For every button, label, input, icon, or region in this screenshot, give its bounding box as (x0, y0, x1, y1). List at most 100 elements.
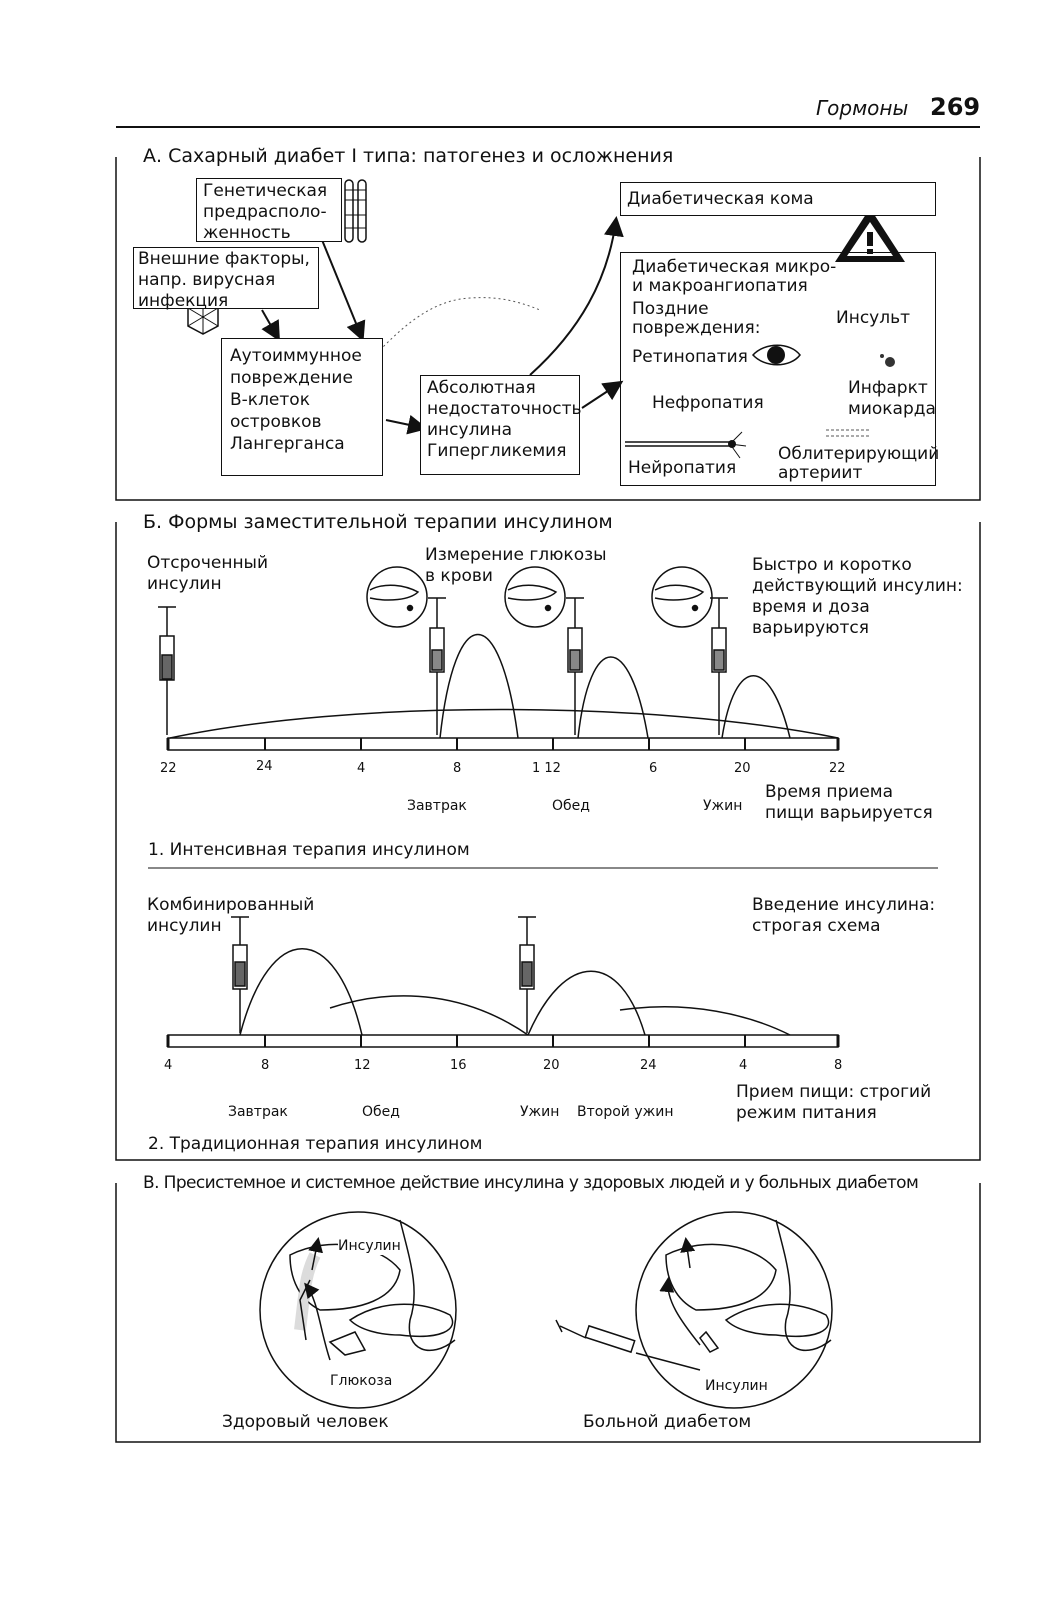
syringe-icon (566, 597, 584, 735)
regular-curve-evening (527, 970, 646, 1036)
regular-curve-morning (239, 948, 363, 1036)
syringe-icon (158, 606, 176, 735)
late-line: Поздние (632, 299, 709, 319)
genetic-line: Генетическая (203, 181, 328, 201)
complications-box (620, 252, 936, 486)
basal-insulin-curve (169, 708, 839, 739)
syringe-icon (710, 597, 728, 735)
tick-label: 8 (834, 1058, 843, 1073)
meal-second-dinner: Второй ужин (577, 1104, 674, 1120)
syringe-icon (231, 916, 249, 1033)
strict-meal-line: режим питания (736, 1103, 877, 1123)
autoimmune-line: повреждение (230, 368, 353, 388)
strict-line: строгая схема (752, 916, 881, 936)
fast-line: Быстро и коротко (752, 555, 912, 575)
warning-icon (835, 208, 905, 262)
delayed-line: инсулин (147, 574, 222, 594)
neuropathy-label: Нейропатия (628, 458, 737, 478)
neuron-icon (625, 431, 747, 459)
retinopathy-label: Ретинопатия (632, 347, 748, 367)
genetic-line: женность (203, 223, 291, 243)
fast-line: действующий инсулин: (752, 576, 963, 596)
arrow-genetic-to-autoimmune (319, 234, 366, 342)
section-c-title: В. Пресистемное и системное действие инс… (137, 1172, 925, 1194)
insulin-pen-icon (555, 1319, 701, 1371)
autoimmune-line: островков (230, 412, 322, 432)
nephropathy-label: Нефропатия (652, 393, 764, 413)
finger-prick-icon (366, 566, 428, 628)
artery-icon (826, 429, 870, 437)
absolute-insufficiency-box: Абсолютная недостаточность инсулина Гипе… (420, 375, 582, 475)
tick-label: 22 (160, 761, 177, 776)
late-damage-label: Поздние повреждения: (632, 300, 760, 338)
tick-label: 1 12 (532, 761, 561, 776)
tick-label: 8 (453, 761, 462, 776)
meal-dinner: Ужин (703, 798, 743, 814)
page-number: 269 (930, 93, 981, 121)
chromosome-icon (344, 179, 367, 243)
genetic-line: предрасполо- (203, 202, 327, 222)
intensive-therapy-caption: 1. Интенсивная терапия инсулином (148, 840, 470, 860)
tick-label: 16 (450, 1058, 467, 1073)
strict-meal-label: Прием пищи: строгий режим питания (736, 1082, 931, 1124)
tick-label: 20 (543, 1058, 560, 1073)
virus-trail (379, 297, 541, 351)
insulin-label-diabetic: Инсулин (705, 1378, 768, 1395)
delayed-line: Отсроченный (147, 553, 269, 573)
timeline-1 (166, 737, 840, 751)
mealtime-line: пищи варьируется (765, 803, 933, 823)
section-b-title: Б. Формы заместительной терапии инсулино… (137, 511, 619, 533)
infarct-line: миокарда (848, 399, 936, 419)
healthy-liver-diagram (259, 1211, 457, 1409)
brain-icon (880, 354, 895, 367)
tick-label: 4 (739, 1058, 748, 1073)
running-header-title: Гормоны (816, 96, 909, 120)
finger-prick-icon (651, 566, 713, 628)
meal-breakfast: Завтрак (228, 1104, 288, 1120)
diabetic-coma-label: Диабетическая кома (627, 189, 814, 209)
intermediate-curve-morning (329, 995, 529, 1036)
combined-line: инсулин (147, 916, 222, 936)
absolute-line: Гипергликемия (427, 441, 567, 461)
arteritis-label: Облитерирующий артериит (778, 445, 939, 483)
arrow-to-coma (529, 216, 624, 376)
strict-meal-line: Прием пищи: строгий (736, 1082, 932, 1102)
absolute-line: инсулина (427, 420, 513, 440)
infarct-line: Инфаркт (848, 378, 928, 398)
fast-insulin-label: Быстро и коротко действующий инсулин: вр… (752, 555, 963, 639)
meal-dinner: Ужин (520, 1104, 560, 1120)
arrow-autoimmune-to-absolute (385, 414, 428, 435)
bolus-curve-breakfast (439, 633, 519, 739)
finger-prick-icon (504, 566, 566, 628)
autoimmune-line: Аутоиммунное (230, 346, 362, 366)
glucose-line: Измерение глюкозы (425, 545, 607, 565)
autoimmune-box: Аутоиммунное повреждение В-клеток остров… (221, 338, 383, 476)
complications-heading-line: Диабетическая микро- (632, 257, 837, 277)
tick-label: 8 (261, 1058, 270, 1073)
external-line: напр. вирусная (138, 270, 276, 290)
meal-lunch: Обед (362, 1104, 400, 1120)
complications-heading: Диабетическая микро- и макроангиопатия (632, 258, 836, 296)
late-line: повреждения: (632, 318, 761, 338)
healthy-person-caption: Здоровый человек (222, 1412, 389, 1432)
strict-line: Введение инсулина: (752, 895, 936, 915)
tick-label: 12 (354, 1058, 371, 1073)
syringe-icon (518, 916, 536, 1033)
external-line: инфекция (138, 291, 229, 311)
external-factors-box: Внешние факторы, напр. вирусная инфекция (133, 247, 319, 311)
glucose-line: в крови (425, 566, 493, 586)
tick-label: 24 (640, 1058, 657, 1073)
glucose-measure-label: Измерение глюкозы в крови (425, 545, 607, 587)
eye-icon (751, 344, 801, 366)
intermediate-curve-evening (619, 1006, 791, 1036)
bolus-curve-lunch (577, 656, 649, 739)
arteritis-line: Облитерирующий (778, 444, 940, 464)
fast-line: время и доза (752, 597, 870, 617)
diabetic-liver-diagram (635, 1211, 833, 1409)
glucose-label: Глюкоза (330, 1373, 393, 1390)
absolute-line: Абсолютная (427, 378, 536, 398)
autoimmune-line: В-клеток (230, 390, 310, 410)
autoimmune-line: Лангерганса (230, 434, 345, 454)
tick-label: 4 (164, 1058, 173, 1073)
diabetic-coma-box: Диабетическая кома (620, 182, 936, 216)
